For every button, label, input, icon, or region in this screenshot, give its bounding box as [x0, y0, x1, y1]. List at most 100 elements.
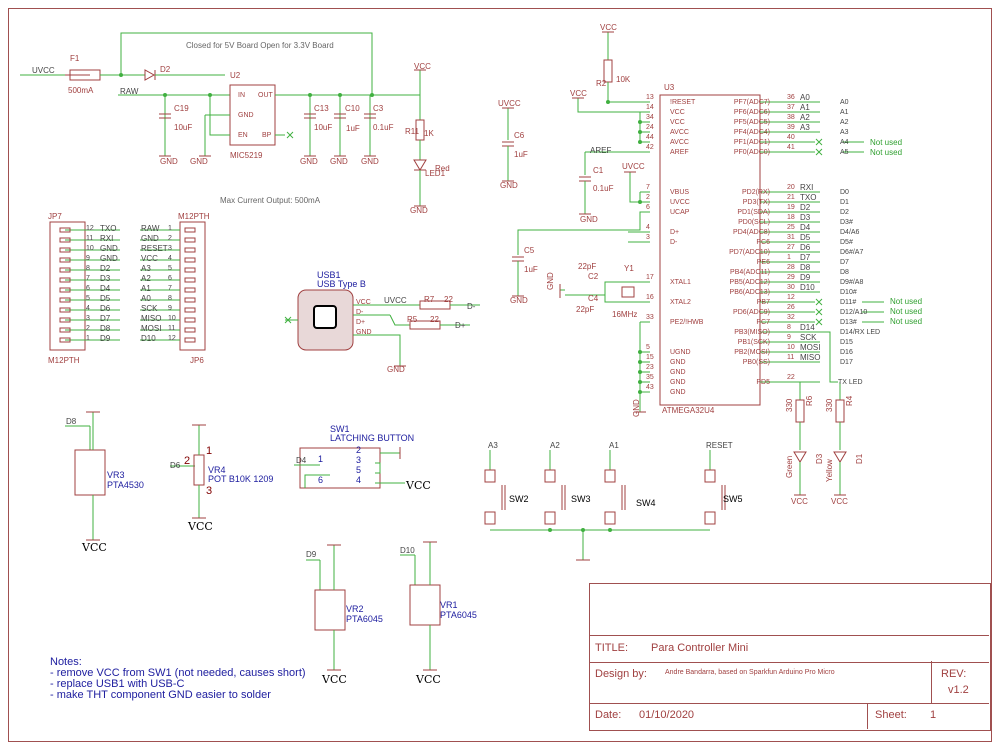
mcu-right-pin-name: PB0(SS)	[742, 359, 770, 366]
header-pin	[184, 287, 196, 293]
led-vcc-1: VCC	[791, 497, 808, 506]
note-line-1: - remove VCC from SW1 (not needed, cause…	[50, 667, 306, 679]
header-right-net: A0	[141, 294, 151, 303]
mcu-right-pin-name: PB7	[756, 299, 770, 306]
header-pin	[59, 257, 71, 263]
uvcc-label-c6: UVCC	[498, 99, 521, 108]
mcu-left-pin-number: 42	[646, 144, 654, 151]
mcu-net-label: D10	[800, 283, 815, 292]
mcu-left-pin-name: UVCC	[670, 199, 690, 206]
mcu-far-label: D0	[840, 189, 849, 196]
junction-dot	[608, 528, 612, 532]
mcu-right-pin-name: PF1(ADC1)	[733, 139, 770, 146]
title-row	[589, 635, 989, 663]
usb-ref: USB1	[317, 270, 341, 280]
sw1-pin-6: 6	[318, 475, 324, 485]
mcu-right-pin-number: 12	[787, 294, 795, 301]
header-pin	[59, 277, 71, 283]
r5-value: 22	[430, 315, 439, 324]
mcu-far-label: D3#	[840, 219, 853, 226]
header-pin	[184, 337, 196, 343]
vr4-body	[193, 454, 205, 486]
design-label: Design by:	[595, 668, 647, 680]
header-left-net: D5	[100, 294, 111, 303]
sw5-ref: SW5	[723, 494, 743, 504]
mcu-far-label: D7	[840, 259, 849, 266]
c4-value: 22pF	[576, 305, 595, 314]
no-connect-mark	[815, 318, 823, 326]
header-pin	[59, 337, 71, 343]
gnd-label-u3: GND	[632, 399, 641, 417]
header-pin	[59, 227, 71, 233]
mcu-far-label: D6#/A7	[840, 249, 864, 256]
vr1-body	[409, 584, 441, 626]
sw1-pin-1: 1	[318, 454, 324, 464]
mcu-right-pin-number: 38	[787, 114, 795, 121]
junction-dot	[638, 130, 642, 134]
button-pin	[704, 469, 716, 483]
vr4-pin-1: 1	[206, 445, 213, 457]
sw3-net: A2	[550, 441, 560, 450]
mcu-right-pin-name: PB6(ADC13)	[729, 289, 770, 296]
wire	[375, 462, 381, 474]
mcu-left-pin-name: XTAL1	[670, 279, 691, 286]
usb-dminus-net: D-	[467, 302, 476, 311]
jp7-body	[49, 221, 86, 351]
mcu-far-label: D10#	[840, 289, 857, 296]
usb-pin-vcc: VCC	[356, 299, 371, 306]
mcu-right-pin-number: 31	[787, 234, 795, 241]
no-connect-mark	[815, 308, 823, 316]
mcu-left-pin-name: AVCC	[670, 129, 689, 136]
mcu-left-pin-number: 33	[646, 314, 654, 321]
header-right-net: D10	[141, 334, 156, 343]
mcu-net-label: D2	[800, 203, 811, 212]
sw1-value: LATCHING BUTTON	[330, 433, 415, 443]
mcu-left-pin-number: 43	[646, 384, 654, 391]
mcu-right-pin-name: PD7(ADC10)	[729, 249, 770, 256]
mcu-right-pin-name: PF5(ADC5)	[733, 119, 770, 126]
c10-ref: C10	[345, 104, 360, 113]
mcu-left-pin-number: 5	[646, 344, 650, 351]
r4-value: 330	[825, 398, 834, 412]
vr4-value: POT B10K 1209	[208, 474, 274, 484]
sheet-value: 1	[930, 709, 937, 721]
regulator-pin-bp: BP	[262, 132, 272, 139]
usb-pin-gnd: GND	[356, 329, 372, 336]
mcu-right-pin-number: 25	[787, 224, 795, 231]
header-pin	[59, 297, 71, 303]
regulator-pin-out: OUT	[258, 92, 273, 99]
c19-value: 10uF	[174, 123, 193, 132]
header-left-net: TXO	[100, 224, 117, 233]
header-pin	[184, 227, 196, 233]
not-used-label: Not used	[890, 317, 923, 326]
jp7-ref: JP7	[48, 212, 62, 221]
vr3-ref: VR3	[107, 470, 125, 480]
uvcc-input-label: UVCC	[32, 66, 55, 75]
header-right-net: SCK	[141, 304, 158, 313]
vr1-value: PTA6045	[440, 610, 477, 620]
mcu-body	[659, 94, 761, 406]
header-right-pin-number: 5	[168, 265, 172, 272]
header-right-pin-number: 4	[168, 255, 172, 262]
header-left-net: D6	[100, 304, 111, 313]
jp6-body	[179, 221, 206, 351]
sw1-pin-3: 3	[356, 455, 362, 465]
usb-uvcc-label: UVCC	[384, 296, 407, 305]
sw3-ref: SW3	[571, 494, 591, 504]
led-vcc-2: VCC	[831, 497, 848, 506]
no-connect-mark	[815, 298, 823, 306]
r6-ref: R6	[805, 395, 814, 406]
mcu-net-label: A2	[800, 113, 810, 122]
led-body	[413, 159, 427, 171]
header-pin	[59, 267, 71, 273]
header-right-pin-number: 2	[168, 235, 172, 242]
button-pin	[484, 469, 496, 483]
junction-dot	[370, 93, 374, 97]
wire	[800, 331, 838, 383]
aref-label: AREF	[590, 146, 612, 155]
mcu-right-pin-name: PD5	[756, 379, 770, 386]
mcu-far-label: A2	[840, 119, 849, 126]
y1-value: 16MHz	[612, 310, 638, 319]
c2-value: 22pF	[578, 262, 597, 271]
mcu-right-pin-name: PF4(ADC4)	[733, 129, 770, 136]
